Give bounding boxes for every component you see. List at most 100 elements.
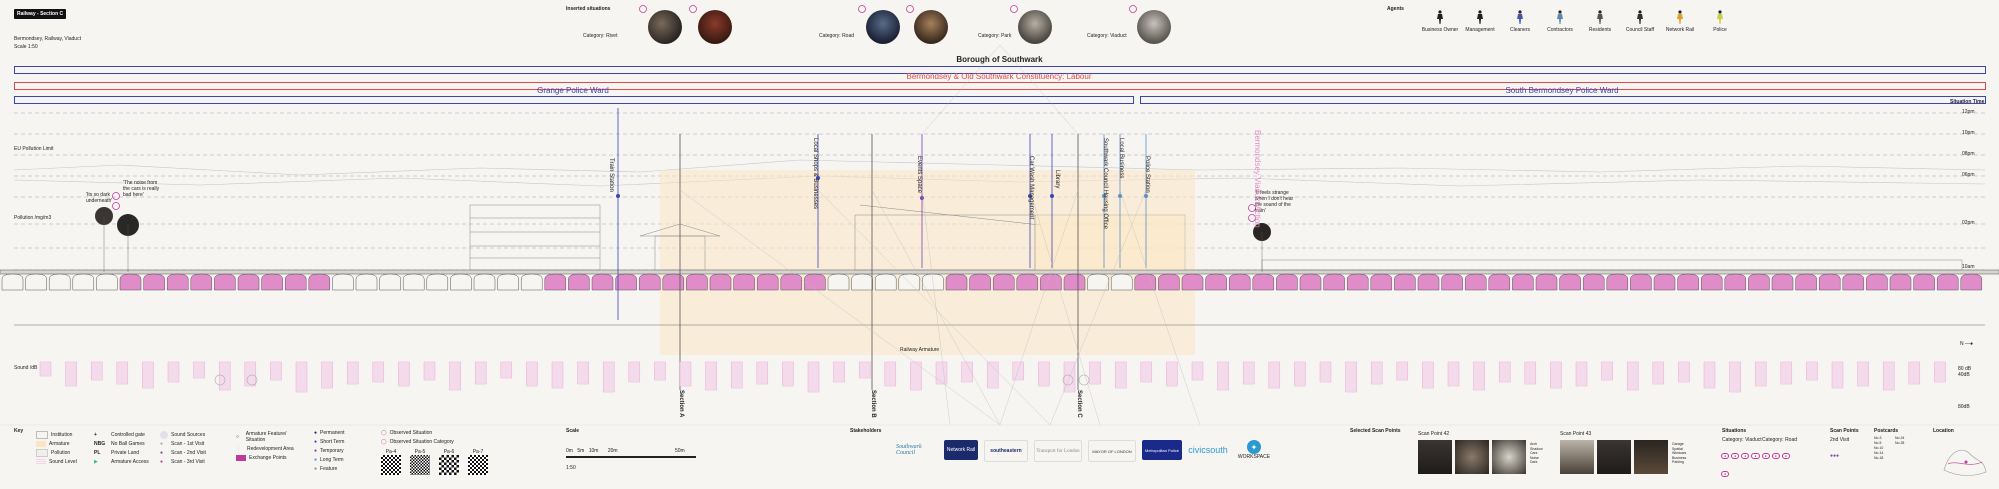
situation-photo-6[interactable] (1137, 10, 1171, 44)
agent-police[interactable]: Police (1700, 10, 1740, 33)
logo-met-police[interactable]: Metropolitan Police (1142, 440, 1182, 460)
inserted-item-4[interactable]: Category: Viaduct (1087, 24, 1127, 42)
viaduct-arch (874, 273, 897, 291)
section-c-label[interactable]: Section C (1076, 390, 1082, 418)
qr-code-2[interactable]: Pa-5 (410, 449, 430, 475)
key-long-term: Long Term (320, 456, 344, 463)
viaduct-arch (1936, 273, 1959, 291)
situation-photo-2[interactable] (698, 10, 732, 44)
sound-bar (1345, 361, 1357, 393)
postcard-item[interactable]: No.24 (1895, 436, 1905, 440)
key-sound-sources: Sound Sources (171, 431, 206, 438)
situation-pill[interactable]: ● (1781, 453, 1790, 459)
situation-pill[interactable]: ● (1741, 453, 1750, 459)
situation-photo-5[interactable] (1018, 10, 1052, 44)
scan-circles (214, 374, 1090, 386)
section-b-label[interactable]: Section B (870, 390, 876, 418)
scan-a-thumb-3[interactable] (1492, 440, 1526, 474)
key-scan-2: Scan - 2nd Visit (171, 449, 206, 456)
agent-contractors[interactable]: Contractors (1540, 10, 1580, 33)
logo-network-rail[interactable]: Network Rail (944, 440, 978, 460)
agent-council-staff[interactable]: Council Staff (1620, 10, 1660, 33)
situation-photo-4[interactable] (914, 10, 948, 44)
feature-library[interactable]: Library (1054, 170, 1060, 189)
viaduct-arch (1181, 273, 1204, 291)
sound-bar (423, 361, 436, 381)
situation-pill[interactable]: ● (1731, 453, 1740, 459)
sound-bar (1422, 361, 1434, 389)
situation-pill[interactable]: ● (1721, 453, 1730, 459)
inserted-item-2[interactable]: Category: Road (819, 24, 854, 42)
inserted-situations-heading: Inserted situations (566, 6, 611, 12)
key-abbr: + (94, 431, 97, 438)
inserted-item-1[interactable]: Category: Rivet (583, 24, 617, 42)
stakeholders-heading: Stakeholders (850, 428, 882, 434)
scan-b-thumb-1[interactable] (1560, 440, 1594, 474)
feature-local-business[interactable]: Local Business (1118, 138, 1124, 179)
section-a-label[interactable]: Section A (678, 390, 684, 418)
viaduct-arch (1276, 273, 1298, 291)
south-bermondsey-ward-label: South Bermondsey Police Ward (1505, 86, 1619, 95)
key-pollution: Pollution (51, 449, 71, 456)
feature-local-shops[interactable]: Local Shops & Businesses (812, 138, 818, 210)
viaduct-arch (473, 273, 496, 291)
postcards-heading: Postcards (1874, 428, 1899, 434)
agent-cleaners[interactable]: Cleaners (1500, 10, 1540, 33)
qr-code-1[interactable]: Pa-4 (381, 449, 401, 475)
feature-housing-office[interactable]: Southwark Council Housing Office (1102, 138, 1108, 229)
qr-code-3[interactable]: Pa-6 (439, 449, 459, 475)
agent-network-rail[interactable]: Network Rail (1660, 10, 1700, 33)
scan-b-thumb-2[interactable] (1597, 440, 1631, 474)
viaduct-arch (1, 273, 24, 291)
logo-tfl[interactable]: Transport for London (1034, 440, 1082, 462)
viaduct-arch (308, 273, 331, 291)
viaduct-arch (1394, 273, 1416, 291)
logo-mayor[interactable]: MAYOR OF LONDON (1088, 440, 1136, 462)
logo-workspace[interactable]: ✦ WORKSPACE (1234, 440, 1274, 462)
agent-label: Cleaners (1509, 27, 1530, 33)
scan-a-thumb-2[interactable] (1455, 440, 1489, 474)
sound-bar (346, 361, 359, 385)
location-map[interactable] (1940, 440, 1990, 480)
person-icon (1557, 10, 1563, 24)
agent-residents[interactable]: Residents (1580, 10, 1620, 33)
situation-pill[interactable]: ● (1751, 453, 1760, 459)
situation-pill[interactable]: ● (1771, 453, 1780, 459)
postcard-item[interactable]: No.14 (1874, 451, 1884, 455)
feature-police-station[interactable]: Police Station (1144, 156, 1150, 193)
viaduct-arch (1677, 273, 1699, 291)
sound-bar (1268, 361, 1281, 389)
viaduct-arch (520, 273, 543, 291)
postcard-item[interactable]: No.10 (1874, 446, 1884, 450)
scan-b-thumb-3[interactable] (1634, 440, 1668, 474)
grange-ward-band (14, 96, 1134, 104)
postcard-item[interactable]: No.28 (1895, 441, 1905, 445)
viaduct-arch (190, 273, 213, 291)
situation-pill[interactable]: ● (1761, 453, 1770, 459)
inserted-item-3[interactable]: Category: Park (978, 24, 1011, 42)
logo-southwark[interactable]: Southwark Council (896, 444, 922, 456)
sound-bar (730, 361, 743, 389)
logo-civicsouth[interactable]: civicsouth (1188, 445, 1228, 455)
agent-management[interactable]: Management (1460, 10, 1500, 33)
viaduct-arch (1818, 273, 1841, 291)
postcard-item[interactable]: No.5 (1874, 441, 1882, 445)
qr-code-4[interactable]: Pa-7 (468, 449, 488, 475)
scan-a-thumb-1[interactable] (1418, 440, 1452, 474)
situation-photo-3[interactable] (866, 10, 900, 44)
viaduct-arch (544, 273, 567, 291)
postcard-item[interactable]: No.3 (1874, 436, 1882, 440)
feature-car-wash[interactable]: Car Wash Management (1028, 156, 1034, 220)
agent-business-owner[interactable]: Business Owner (1420, 10, 1460, 33)
situation-pill[interactable]: ● (1721, 471, 1730, 477)
viaduct-arch (733, 273, 755, 291)
logo-southeastern[interactable]: southeastern (984, 440, 1028, 462)
sound-bar (1780, 361, 1793, 385)
situation-photo-1[interactable] (648, 10, 682, 44)
feature-events-space[interactable]: Events Space (916, 156, 922, 194)
postcard-item[interactable]: No.18 (1874, 456, 1884, 460)
sound-bar (602, 361, 615, 393)
redevelopment-icon: ⋮ (236, 445, 241, 452)
viaduct-arch (1724, 273, 1747, 291)
feature-train-station[interactable]: Train Station (608, 158, 614, 192)
